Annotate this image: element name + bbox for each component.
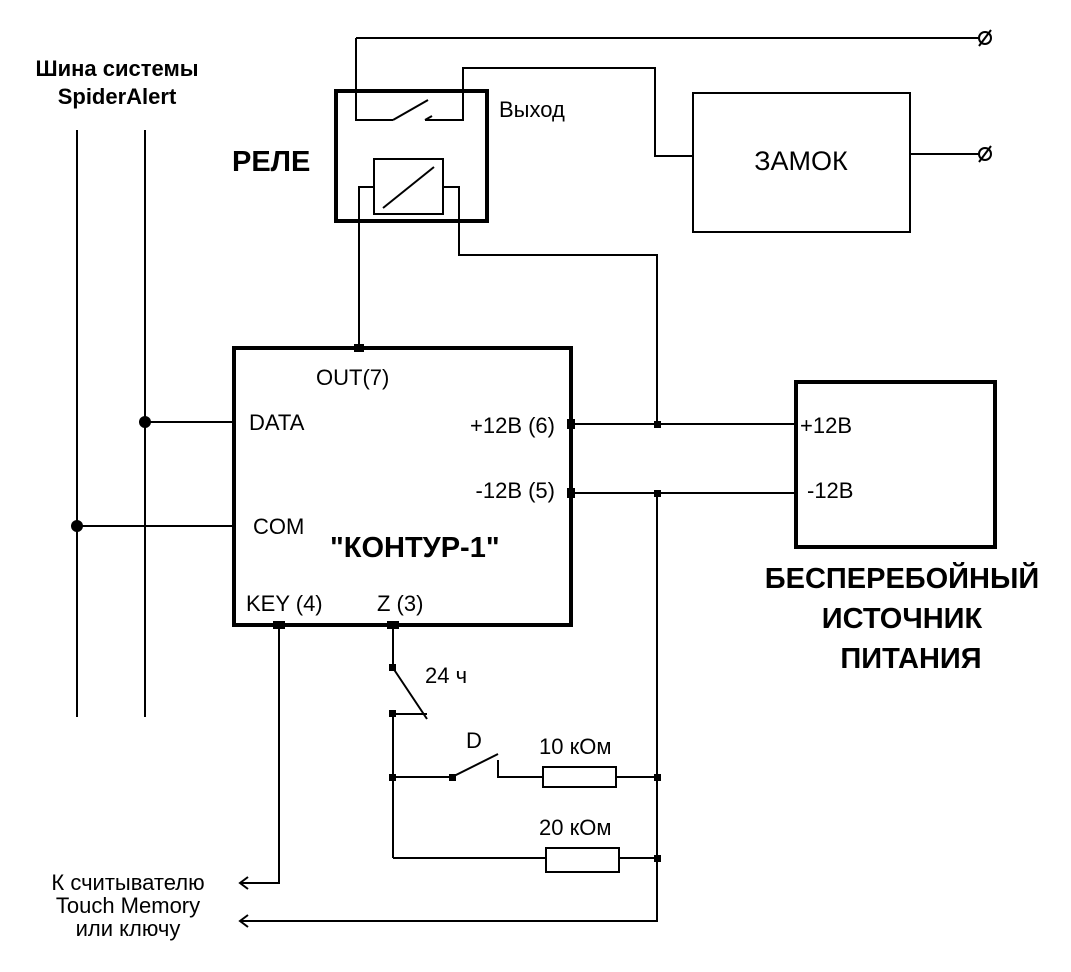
pad-minus	[567, 488, 575, 498]
loop-node-d	[389, 774, 396, 781]
relay-contact-wire-left	[355, 38, 393, 121]
switch24-top-node	[389, 664, 396, 671]
relay-coil-diagonal	[382, 166, 435, 209]
relay-coil-wire-plus	[443, 186, 658, 424]
reader-label-line3: или ключу	[76, 916, 181, 941]
bus-title-line1: Шина системы	[35, 56, 198, 81]
switch24-label: 24 ч	[425, 663, 467, 688]
plus-junction	[654, 421, 661, 428]
ups-box	[794, 380, 997, 549]
system-bus	[71, 130, 234, 717]
terminal-lock	[978, 145, 992, 163]
ups-title-line1: БЕСПЕРЕБОЙНЫЙ	[765, 561, 1039, 595]
pad-z	[387, 621, 399, 629]
lock-box	[692, 92, 911, 233]
minus12-label: -12В (5)	[476, 478, 555, 503]
out-label: OUT(7)	[316, 365, 389, 390]
r1-junction	[654, 774, 661, 781]
ups-minus-label: -12В	[807, 478, 853, 503]
r1-label: 10 кОм	[539, 734, 611, 759]
alarm-loop	[389, 627, 661, 873]
resistor-10k	[542, 766, 617, 788]
relay-coil-wire-out	[358, 186, 374, 348]
controller-box	[232, 346, 573, 627]
reader-ground-wire	[240, 858, 658, 922]
terminal-top	[978, 29, 992, 47]
switch-d-label: D	[466, 728, 482, 753]
relay	[334, 38, 693, 424]
pad-out	[354, 344, 364, 352]
reader-label-line1: К считывателю	[51, 870, 204, 895]
switch-24h	[392, 667, 428, 720]
pad-plus	[567, 419, 575, 429]
resistor-20k	[545, 847, 620, 873]
relay-output-label: Выход	[499, 97, 565, 122]
key-label: KEY (4)	[246, 591, 323, 616]
key-arrow	[238, 876, 249, 890]
lock-label: ЗАМОК	[754, 146, 848, 176]
r2-label: 20 кОм	[539, 815, 611, 840]
pad-key	[273, 621, 285, 629]
bus-title-line2: SpiderAlert	[58, 84, 177, 109]
ups-title-line3: ПИТАНИЯ	[840, 643, 981, 675]
d-wire-right	[497, 760, 543, 778]
com-label: COM	[253, 514, 304, 539]
relay-output-wire	[425, 67, 693, 157]
switch24-bottom-node	[389, 710, 396, 717]
key-wire	[240, 629, 280, 884]
ground-arrow	[238, 914, 249, 928]
relay-label: РЕЛЕ	[232, 146, 310, 178]
com-junction	[71, 520, 83, 532]
switch-d	[451, 753, 499, 778]
relay-contact	[392, 99, 429, 121]
reader-label-line2: Touch Memory	[56, 893, 200, 918]
data-label: DATA	[249, 410, 305, 435]
ups-title-line2: ИСТОЧНИК	[822, 603, 983, 635]
controller-name: "КОНТУР-1"	[330, 532, 500, 564]
relay-contact-arrow	[424, 115, 433, 121]
plus12-label: +12В (6)	[470, 413, 555, 438]
data-junction	[139, 416, 151, 428]
z-label: Z (3)	[377, 591, 423, 616]
ups-plus-label: +12В	[800, 413, 852, 438]
